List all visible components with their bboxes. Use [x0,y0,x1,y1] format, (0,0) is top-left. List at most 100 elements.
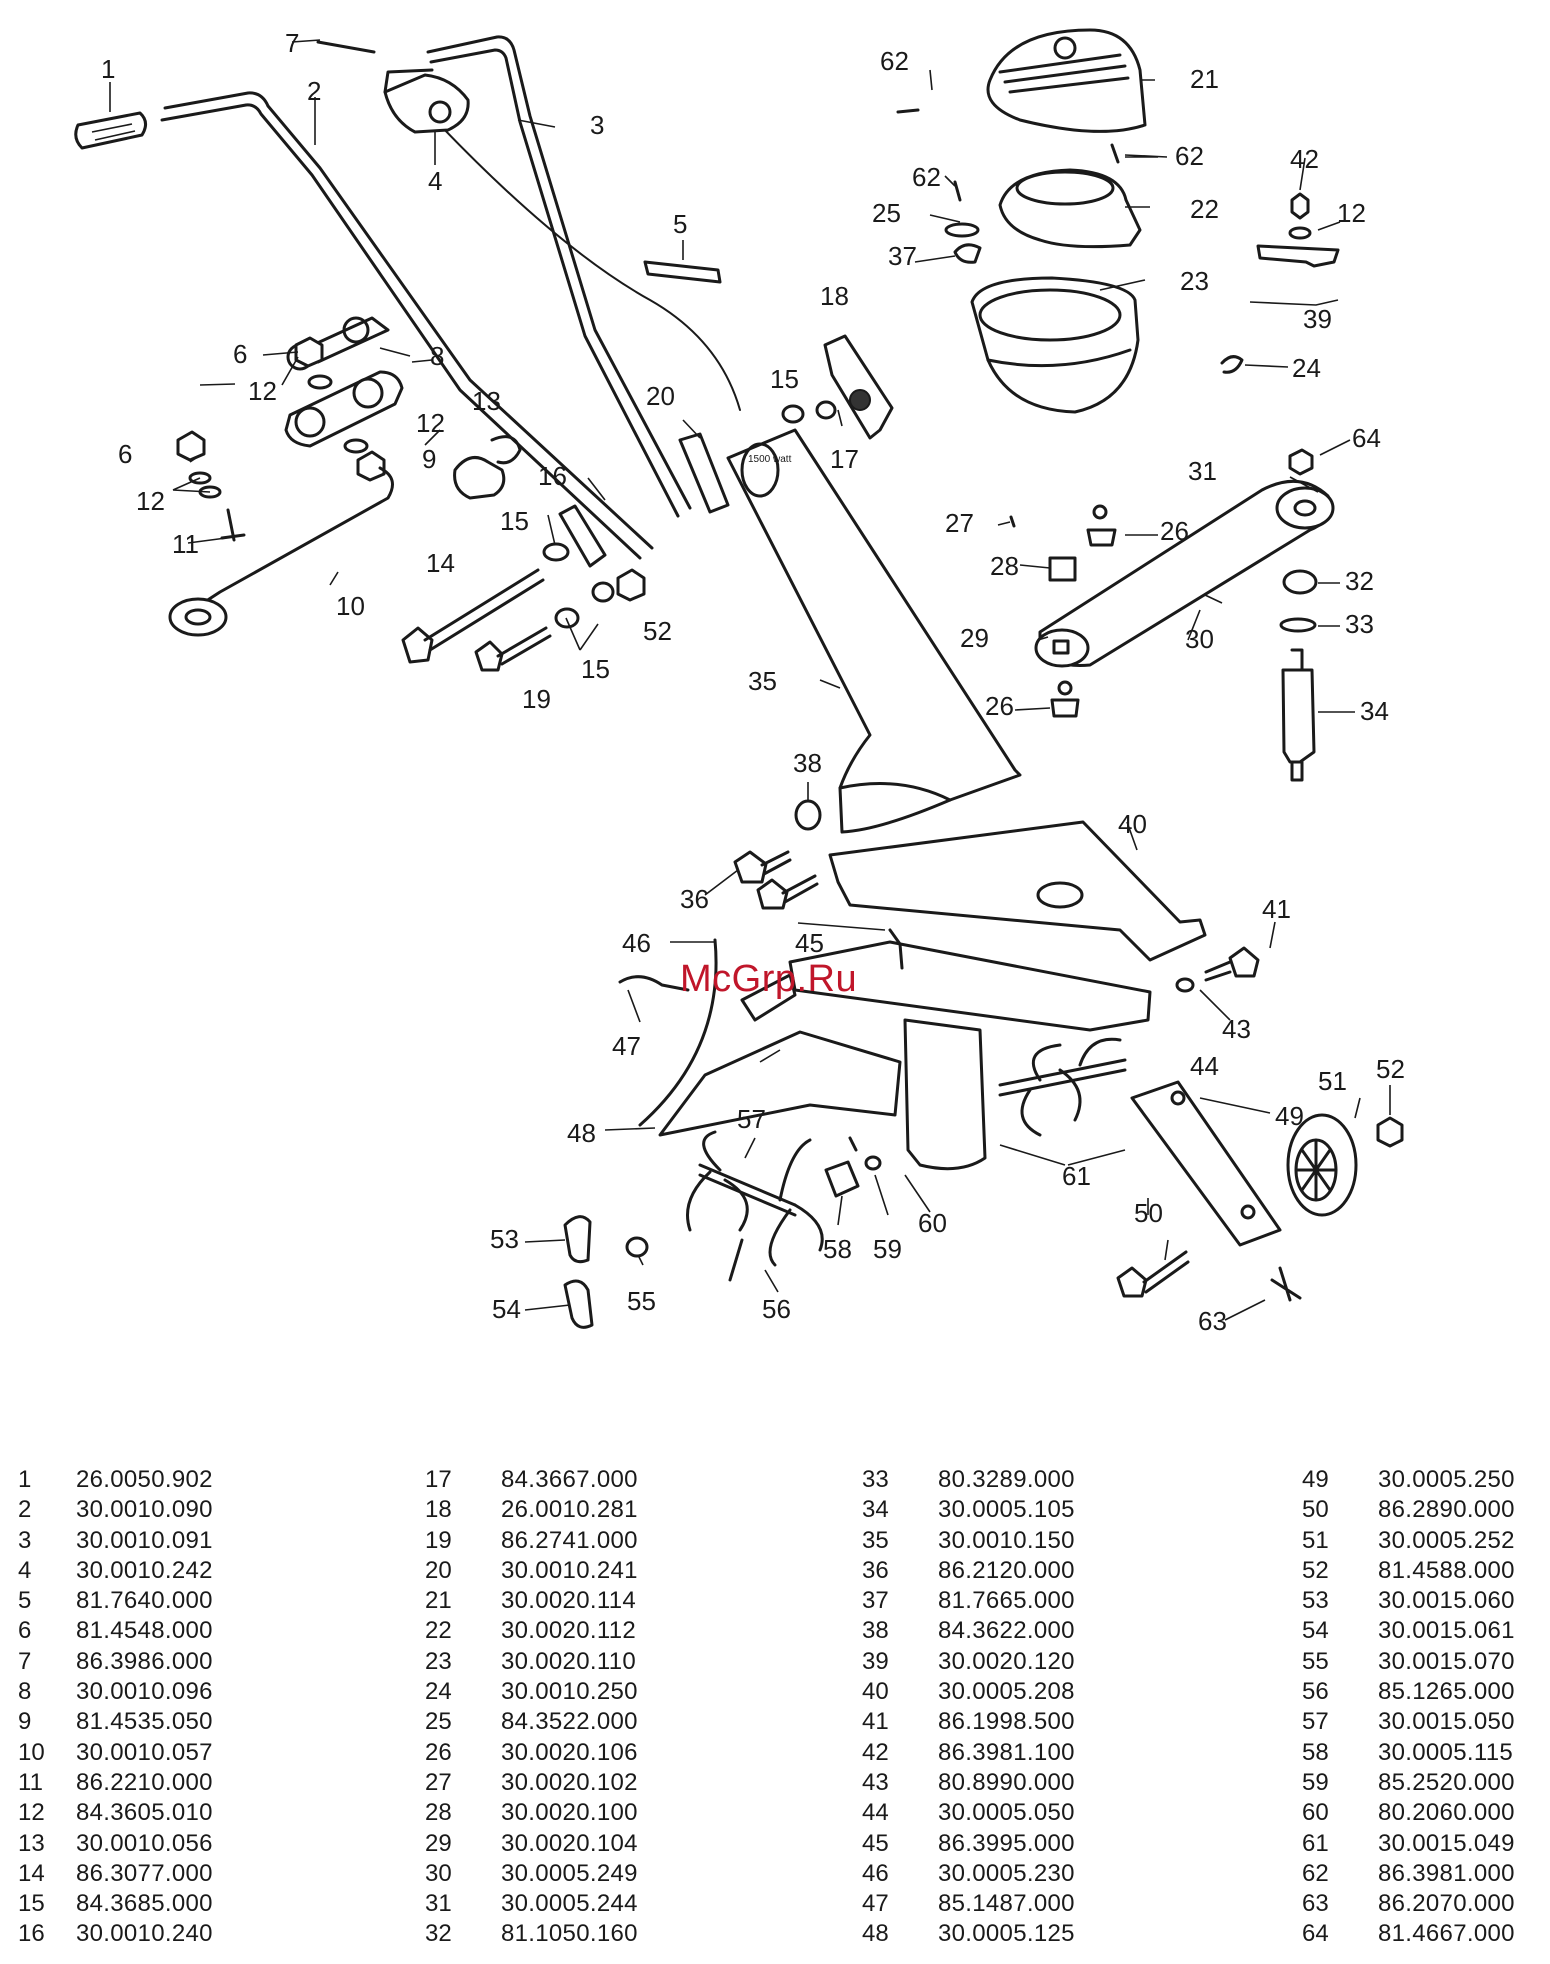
callout: 54 [492,1294,521,1324]
callout: 44 [1190,1051,1219,1081]
bracket-20 [678,432,730,514]
shield-48-57 [638,938,902,1137]
part-number: 30 [425,1859,452,1887]
callout: 38 [793,748,822,778]
parts-row: 7 86.3986.000 [18,1647,213,1677]
callout: 6 [233,339,247,369]
part-code: 30.0015.061 [1378,1617,1515,1645]
part-code: 81.4667.000 [1378,1920,1515,1948]
part-number: 5 [18,1587,32,1615]
callout: 8 [430,341,444,371]
part-number: 50 [1302,1496,1329,1524]
callout: 53 [490,1224,519,1254]
part-code: 30.0010.090 [76,1496,213,1524]
part-code: 30.0005.050 [938,1799,1075,1827]
parts-row: 61 30.0015.049 [1302,1829,1515,1859]
top-plate-40 [828,820,1207,962]
part-number: 23 [425,1647,452,1675]
callout: 18 [820,281,849,311]
callout: 22 [1190,194,1219,224]
callout: 26 [985,691,1014,721]
part-code: 84.3605.010 [76,1799,213,1827]
callout: 21 [1190,64,1219,94]
part-code: 84.3622.000 [938,1617,1075,1645]
callout: 11 [172,529,199,559]
callout: 55 [627,1286,656,1316]
part-code: 80.3289.000 [938,1466,1075,1493]
bolt-50 [1116,1250,1190,1298]
part-number: 10 [18,1738,45,1766]
part-number: 53 [1302,1587,1329,1615]
part-code: 81.1050.160 [501,1920,638,1948]
part-code: 30.0005.125 [938,1920,1075,1948]
nut-52 [1376,1116,1404,1148]
part-code: 81.7665.000 [938,1587,1075,1615]
part-code: 30.0005.115 [1378,1738,1513,1766]
part-number: 6 [18,1617,32,1645]
callout: 43 [1222,1014,1251,1044]
part-code: 86.1998.500 [938,1708,1075,1736]
part-number: 31 [425,1890,452,1918]
part-code: 86.3077.000 [76,1859,213,1887]
callout: 5 [673,209,687,239]
part-code: 85.2520.000 [1378,1768,1515,1796]
part-number: 43 [862,1768,889,1796]
part-code: 30.0020.114 [501,1587,636,1615]
part-number: 62 [1302,1859,1329,1887]
part-code: 30.0015.060 [1378,1587,1515,1615]
callout: 19 [522,684,551,714]
part-code: 30.0010.091 [76,1526,213,1554]
part-code: 86.3986.000 [76,1647,213,1675]
callout: 31 [1188,456,1217,486]
motor [970,276,1140,414]
short-bolt [474,626,552,672]
part-number: 3 [18,1526,32,1554]
callout: 49 [1275,1101,1304,1131]
part-number: 29 [425,1829,452,1857]
handle-grip [74,111,147,150]
gear-rod [168,466,394,637]
exploded-parts-diagram: 1500 watt [74,28,1405,1336]
callout: 24 [1292,353,1321,383]
screws-62-37-25 [896,108,1120,264]
callout: 12 [416,408,445,438]
part-code: 30.0015.070 [1378,1647,1515,1675]
callout: 62 [912,162,941,192]
part-code: 30.0005.230 [938,1859,1075,1887]
part-number: 49 [1302,1466,1329,1493]
callout: 33 [1345,609,1374,639]
callout: 14 [426,548,455,578]
nuts-washers-left [176,336,386,542]
part-code: 30.0020.100 [501,1799,638,1827]
part-number: 20 [425,1556,452,1584]
part-number: 17 [425,1466,452,1493]
part-number: 40 [862,1678,889,1706]
part-number: 28 [425,1799,452,1827]
part-code: 30.0015.049 [1378,1829,1515,1857]
part-code: 30.0005.208 [938,1678,1075,1706]
fan-housing [998,168,1142,249]
chassis-44 [740,940,1152,1171]
key-27 [1009,515,1016,528]
callout: 36 [680,884,709,914]
callout: 45 [795,928,824,958]
part-number: 7 [18,1647,32,1675]
part-code: 30.0010.242 [76,1556,213,1584]
part-number: 61 [1302,1829,1329,1857]
callout: 2 [307,76,321,106]
part-code: 85.1487.000 [938,1890,1075,1918]
